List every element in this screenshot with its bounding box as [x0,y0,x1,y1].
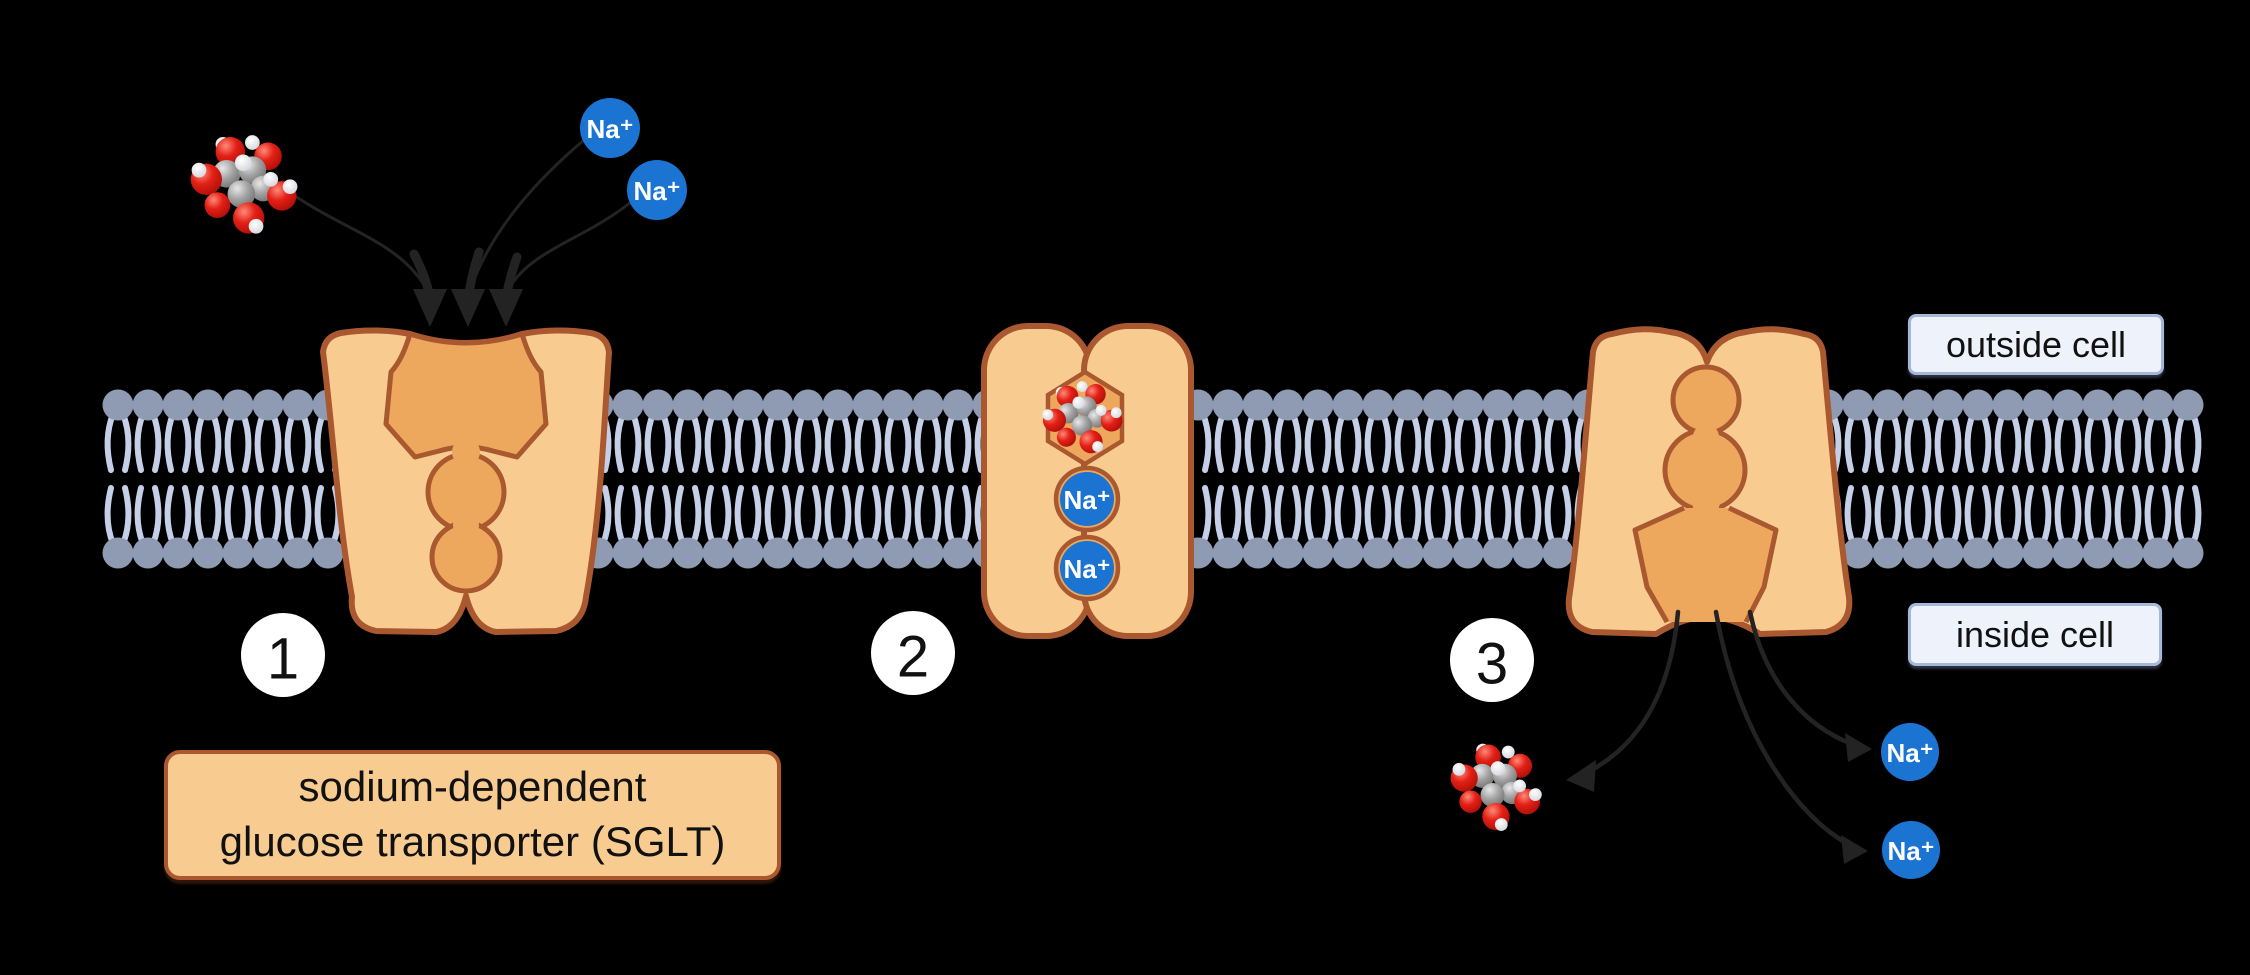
sodium-ion-bound: Na⁺ [1060,472,1114,526]
glucose-molecule-inside [1444,738,1548,836]
step-badge-2: 2 [871,611,955,695]
transporter-stage1-open-outside [320,327,612,635]
step-number: 1 [267,627,299,692]
sodium-ion-inside: Na⁺ [1882,821,1940,879]
sodium-ion-label: Na⁺ [1064,554,1111,584]
sodium-ion-inside: Na⁺ [1881,723,1939,781]
sodium-ion-bound: Na⁺ [1060,541,1114,595]
arrow-left-icon [1566,760,1596,792]
transporter-channel [383,331,549,460]
arrow-down-icon [413,289,447,327]
step-badge-1: 1 [241,613,325,697]
arrow-right-icon [1845,733,1872,762]
transporter-channel [1635,508,1776,622]
sodium-ion-label: Na⁺ [1888,836,1935,866]
step-number: 3 [1476,632,1508,697]
sodium-ion-label: Na⁺ [587,114,634,144]
arrow-down-icon [451,289,485,327]
arrow-down-icon [489,289,523,327]
step-number: 2 [897,625,929,690]
glucose-molecule-outside [190,135,298,234]
step-badge-3: 3 [1450,618,1534,702]
outside-cell-text: outside cell [1945,323,2127,365]
caption-line2: glucose transporter (SGLT) [219,818,726,865]
sodium-ion: Na⁺ [580,98,640,158]
entry-arrows [293,138,633,327]
transporter-stage3-open-inside [1565,326,1853,637]
sodium-ion-label: Na⁺ [634,176,681,206]
caption-line1: sodium-dependent [298,763,647,811]
channel-bead [1670,364,1742,436]
sodium-ion: Na⁺ [627,160,687,220]
sodium-ion-label: Na⁺ [1064,485,1111,515]
sglt-caption: sodium-dependent glucose transporter (SG… [164,750,781,880]
release-arrows [1566,609,1872,864]
sodium-ion-label: Na⁺ [1887,738,1934,768]
arrow-right-icon [1841,835,1868,864]
outside-cell-label: outside cell [1908,314,2164,375]
inside-cell-text: inside cell [1955,613,2115,655]
inside-cell-label: inside cell [1908,603,2162,666]
